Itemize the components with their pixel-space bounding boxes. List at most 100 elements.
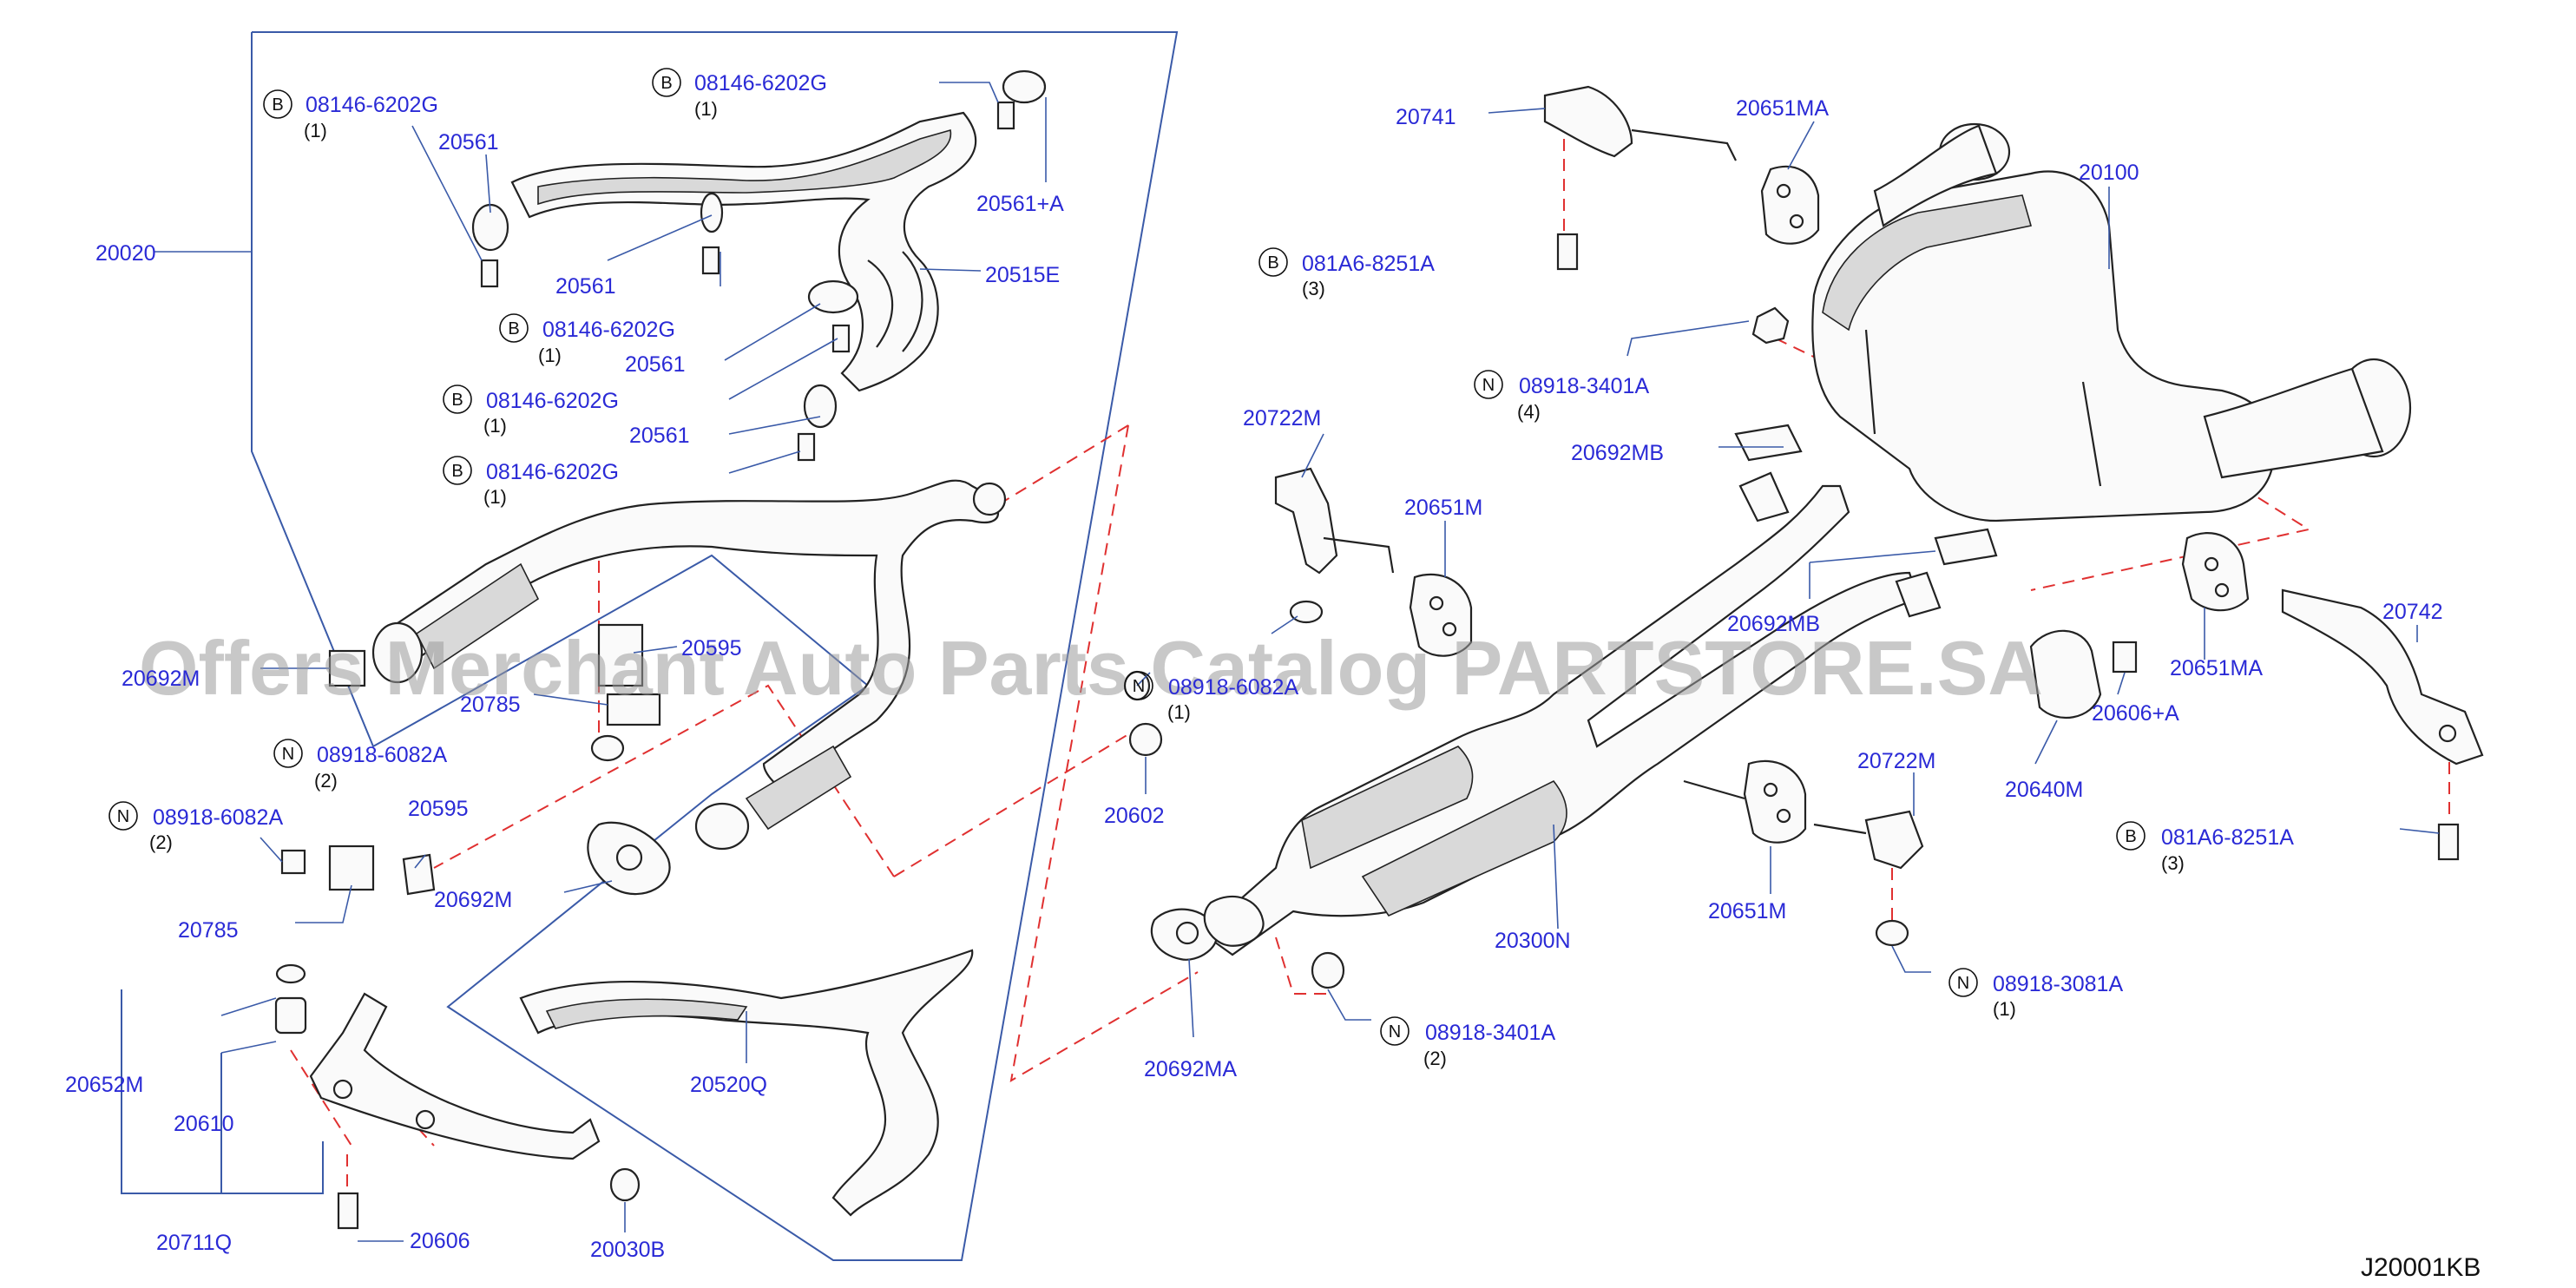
fastener-label[interactable]: B 08146-6202G (1): [263, 89, 438, 141]
part-number: 08146-6202G: [306, 93, 438, 117]
fastener-label[interactable]: B 08146-6202G (1): [652, 68, 827, 120]
clamps-bolts-upper: [471, 69, 1047, 462]
fastener-label[interactable]: N 08918-3401A (2): [1380, 1016, 1555, 1069]
prefix-symbol: N: [1957, 974, 1969, 993]
part-number: 08918-6082A: [317, 743, 447, 767]
mounting-bracket-20711q: [274, 963, 641, 1230]
part-label[interactable]: 20692MA: [1144, 1057, 1237, 1081]
prefix-symbol: B: [2125, 827, 2136, 846]
fastener-label[interactable]: B 08146-6202G (1): [499, 313, 675, 366]
part-label[interactable]: 20561+A: [976, 192, 1064, 216]
rear-muffler-20100: [1811, 122, 2412, 522]
prefix-symbol: B: [1267, 253, 1278, 273]
part-label[interactable]: 20020: [95, 241, 156, 266]
part-label[interactable]: 20722M: [1243, 406, 1321, 430]
part-number: 08918-6082A: [153, 805, 283, 830]
part-label[interactable]: 20602: [1104, 804, 1165, 828]
part-label[interactable]: 20692MB: [1727, 612, 1820, 636]
fastener-label[interactable]: N 08918-6082A (1): [1124, 671, 1298, 723]
part-label[interactable]: 20692M: [434, 888, 512, 912]
leader-lines: [260, 82, 2440, 1242]
part-label[interactable]: 20606+A: [2092, 701, 2179, 726]
quantity: (2): [1423, 1048, 1447, 1069]
prefix-symbol: N: [1482, 376, 1495, 395]
fastener-label[interactable]: N 08918-3401A (4): [1474, 370, 1649, 423]
part-number: 08146-6202G: [542, 318, 675, 342]
part-label[interactable]: 20692M: [122, 667, 200, 691]
part-label[interactable]: 20651MA: [2170, 656, 2263, 680]
prefix-symbol: B: [272, 95, 283, 115]
part-label[interactable]: 20561: [555, 274, 616, 299]
part-label[interactable]: 20561: [625, 352, 686, 377]
part-label[interactable]: 20606: [410, 1229, 470, 1253]
part-label[interactable]: 20610: [174, 1112, 234, 1136]
part-label[interactable]: 20785: [460, 693, 521, 717]
quantity: (3): [1302, 278, 1325, 299]
heat-shield-20520q: [519, 949, 974, 1217]
part-label[interactable]: 20722M: [1857, 749, 1935, 773]
prefix-symbol: N: [1389, 1022, 1401, 1042]
part-number: 08146-6202G: [486, 389, 619, 413]
quantity: (1): [694, 98, 718, 120]
part-label[interactable]: 20652M: [65, 1073, 143, 1097]
part-label[interactable]: 20100: [2079, 161, 2139, 185]
part-label[interactable]: 20651MA: [1736, 96, 1829, 121]
fastener-label[interactable]: B 081A6-8251A (3): [2116, 821, 2294, 874]
quantity: (1): [304, 120, 327, 141]
quantity: (1): [483, 486, 507, 508]
fastener-label[interactable]: B 081A6-8251A (3): [1258, 247, 1435, 299]
part-label[interactable]: 20742: [2382, 600, 2443, 624]
part-label[interactable]: 20595: [408, 797, 469, 821]
part-number: 08918-3081A: [1993, 972, 2123, 996]
quantity: (1): [1167, 701, 1191, 723]
part-label[interactable]: 20030B: [590, 1238, 665, 1262]
brackets-left: [280, 623, 671, 896]
frame-lines: [121, 31, 1179, 1261]
part-label[interactable]: 20515E: [985, 263, 1060, 287]
fastener-label[interactable]: N 08918-3081A (1): [1948, 968, 2123, 1020]
part-number: 08146-6202G: [694, 71, 827, 95]
part-label[interactable]: 20651M: [1708, 899, 1786, 923]
part-label[interactable]: 20741: [1396, 105, 1456, 129]
part-label[interactable]: 20711Q: [156, 1231, 232, 1255]
prefix-symbol: B: [451, 391, 463, 410]
quantity: (3): [2161, 852, 2185, 874]
part-number: 08146-6202G: [486, 460, 619, 484]
part-label[interactable]: 20520Q: [690, 1073, 767, 1097]
part-label[interactable]: 20651M: [1404, 496, 1482, 520]
fastener-label[interactable]: N 08918-6082A (2): [108, 801, 283, 853]
front-y-pipe-heat-shield: [510, 111, 977, 392]
part-number: 08918-6082A: [1168, 675, 1298, 700]
part-number: 08918-3401A: [1519, 374, 1649, 398]
fastener-label[interactable]: B 08146-6202G (1): [443, 456, 619, 508]
part-number: 081A6-8251A: [1302, 252, 1435, 276]
quantity: (2): [314, 770, 338, 792]
part-number: 081A6-8251A: [2161, 825, 2294, 850]
part-label[interactable]: 20561: [438, 130, 499, 154]
fastener-label[interactable]: B 08146-6202G (1): [443, 384, 619, 437]
quantity: (1): [538, 345, 562, 366]
prefix-symbol: N: [117, 807, 129, 826]
hangers-right: [1543, 85, 2484, 861]
part-label[interactable]: 20640M: [2005, 778, 2083, 802]
quantity: (1): [483, 415, 507, 437]
diagram-code: J20001KB: [2361, 1253, 2481, 1282]
quantity: (4): [1517, 401, 1541, 423]
part-label[interactable]: 20595: [681, 636, 742, 660]
prefix-symbol: B: [451, 462, 463, 481]
quantity: (2): [149, 831, 173, 853]
part-number: 08918-3401A: [1425, 1021, 1555, 1045]
part-labels: 20020 20561 20561+A 20515E 20561 20561 2…: [65, 68, 2443, 1262]
prefix-symbol: N: [1133, 677, 1145, 696]
hangers-centre: [1123, 467, 1924, 989]
prefix-symbol: B: [660, 74, 672, 93]
part-label[interactable]: 20561: [629, 424, 690, 448]
fastener-label[interactable]: N 08918-6082A (2): [273, 739, 447, 792]
prefix-symbol: B: [508, 319, 519, 338]
part-label[interactable]: 20692MB: [1571, 441, 1664, 465]
prefix-symbol: N: [282, 745, 294, 764]
part-label[interactable]: 20785: [178, 918, 239, 943]
catalog-watermark: Offers Merchant Auto Parts Catalog PARTS…: [139, 625, 2043, 711]
part-label[interactable]: 20300N: [1495, 929, 1571, 953]
